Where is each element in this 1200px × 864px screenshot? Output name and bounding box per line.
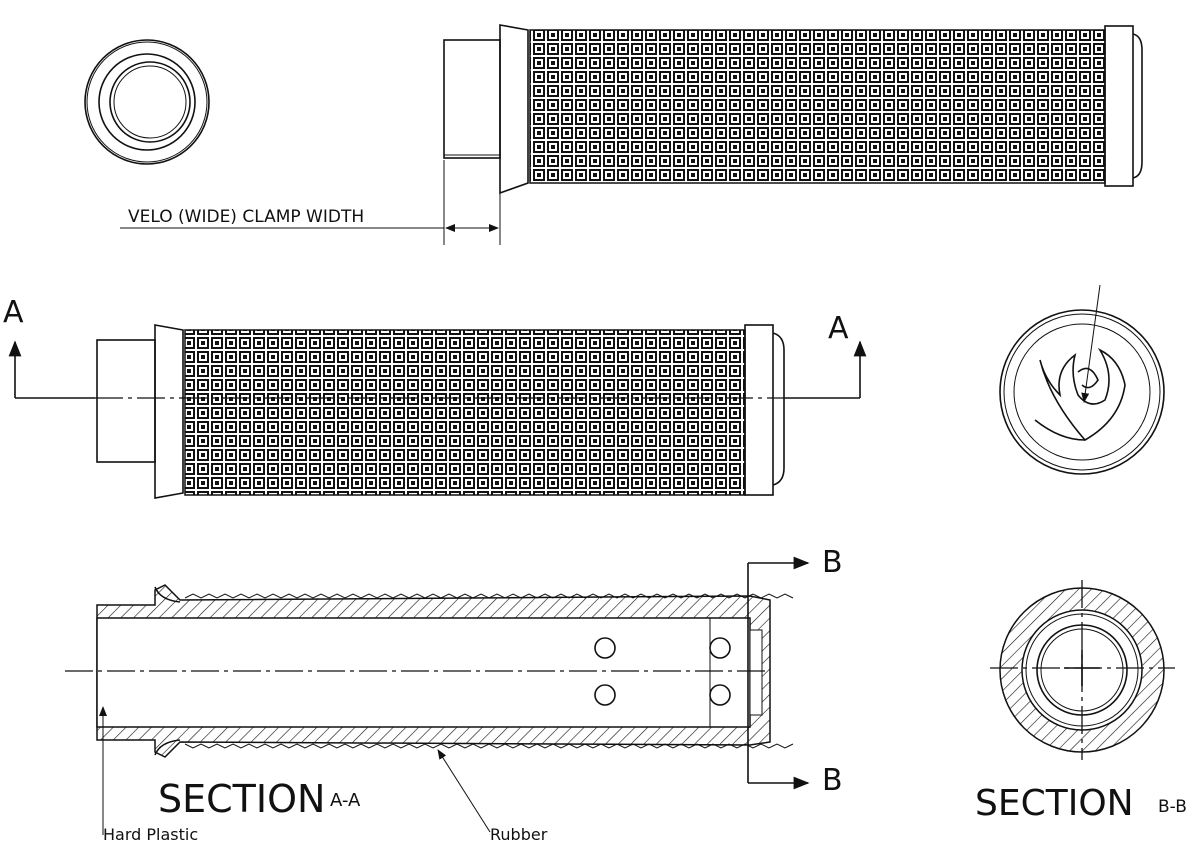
phoenix-logo-icon — [1034, 348, 1126, 442]
callout-rubber-label: Rubber — [490, 825, 548, 844]
section-line-a-a: A A — [3, 295, 867, 399]
callout-rubber: Rubber — [437, 749, 548, 844]
callout-hard-plastic-label: Hard Plastic — [103, 825, 198, 844]
section-line-b-b: B B — [747, 545, 843, 798]
section-bb-title: SECTION — [975, 783, 1134, 824]
vent-hole — [594, 684, 616, 706]
grip-side-view-top — [443, 24, 1143, 195]
section-marker-a-left: A — [3, 295, 24, 330]
section-marker-a-right: A — [828, 311, 849, 346]
section-bb-id: B-B — [1158, 797, 1187, 817]
clamp-width-dimension: VELO (WIDE) CLAMP WIDTH — [120, 160, 501, 245]
section-b-b-view — [990, 580, 1175, 760]
vent-hole — [709, 637, 731, 659]
grip-side-view-middle — [96, 324, 785, 499]
clamp-width-label: VELO (WIDE) CLAMP WIDTH — [128, 207, 364, 227]
section-marker-b-bottom: B — [822, 763, 843, 798]
end-view-logo — [999, 284, 1165, 475]
vent-hole — [594, 637, 616, 659]
callout-hard-plastic: Hard Plastic — [99, 706, 198, 844]
vent-hole — [709, 684, 731, 706]
section-marker-b-top: B — [822, 545, 843, 580]
section-aa-title: SECTION — [158, 777, 325, 821]
section-aa-id: A-A — [330, 790, 361, 811]
section-a-a-view — [65, 584, 794, 758]
end-view-top-left — [84, 39, 210, 165]
